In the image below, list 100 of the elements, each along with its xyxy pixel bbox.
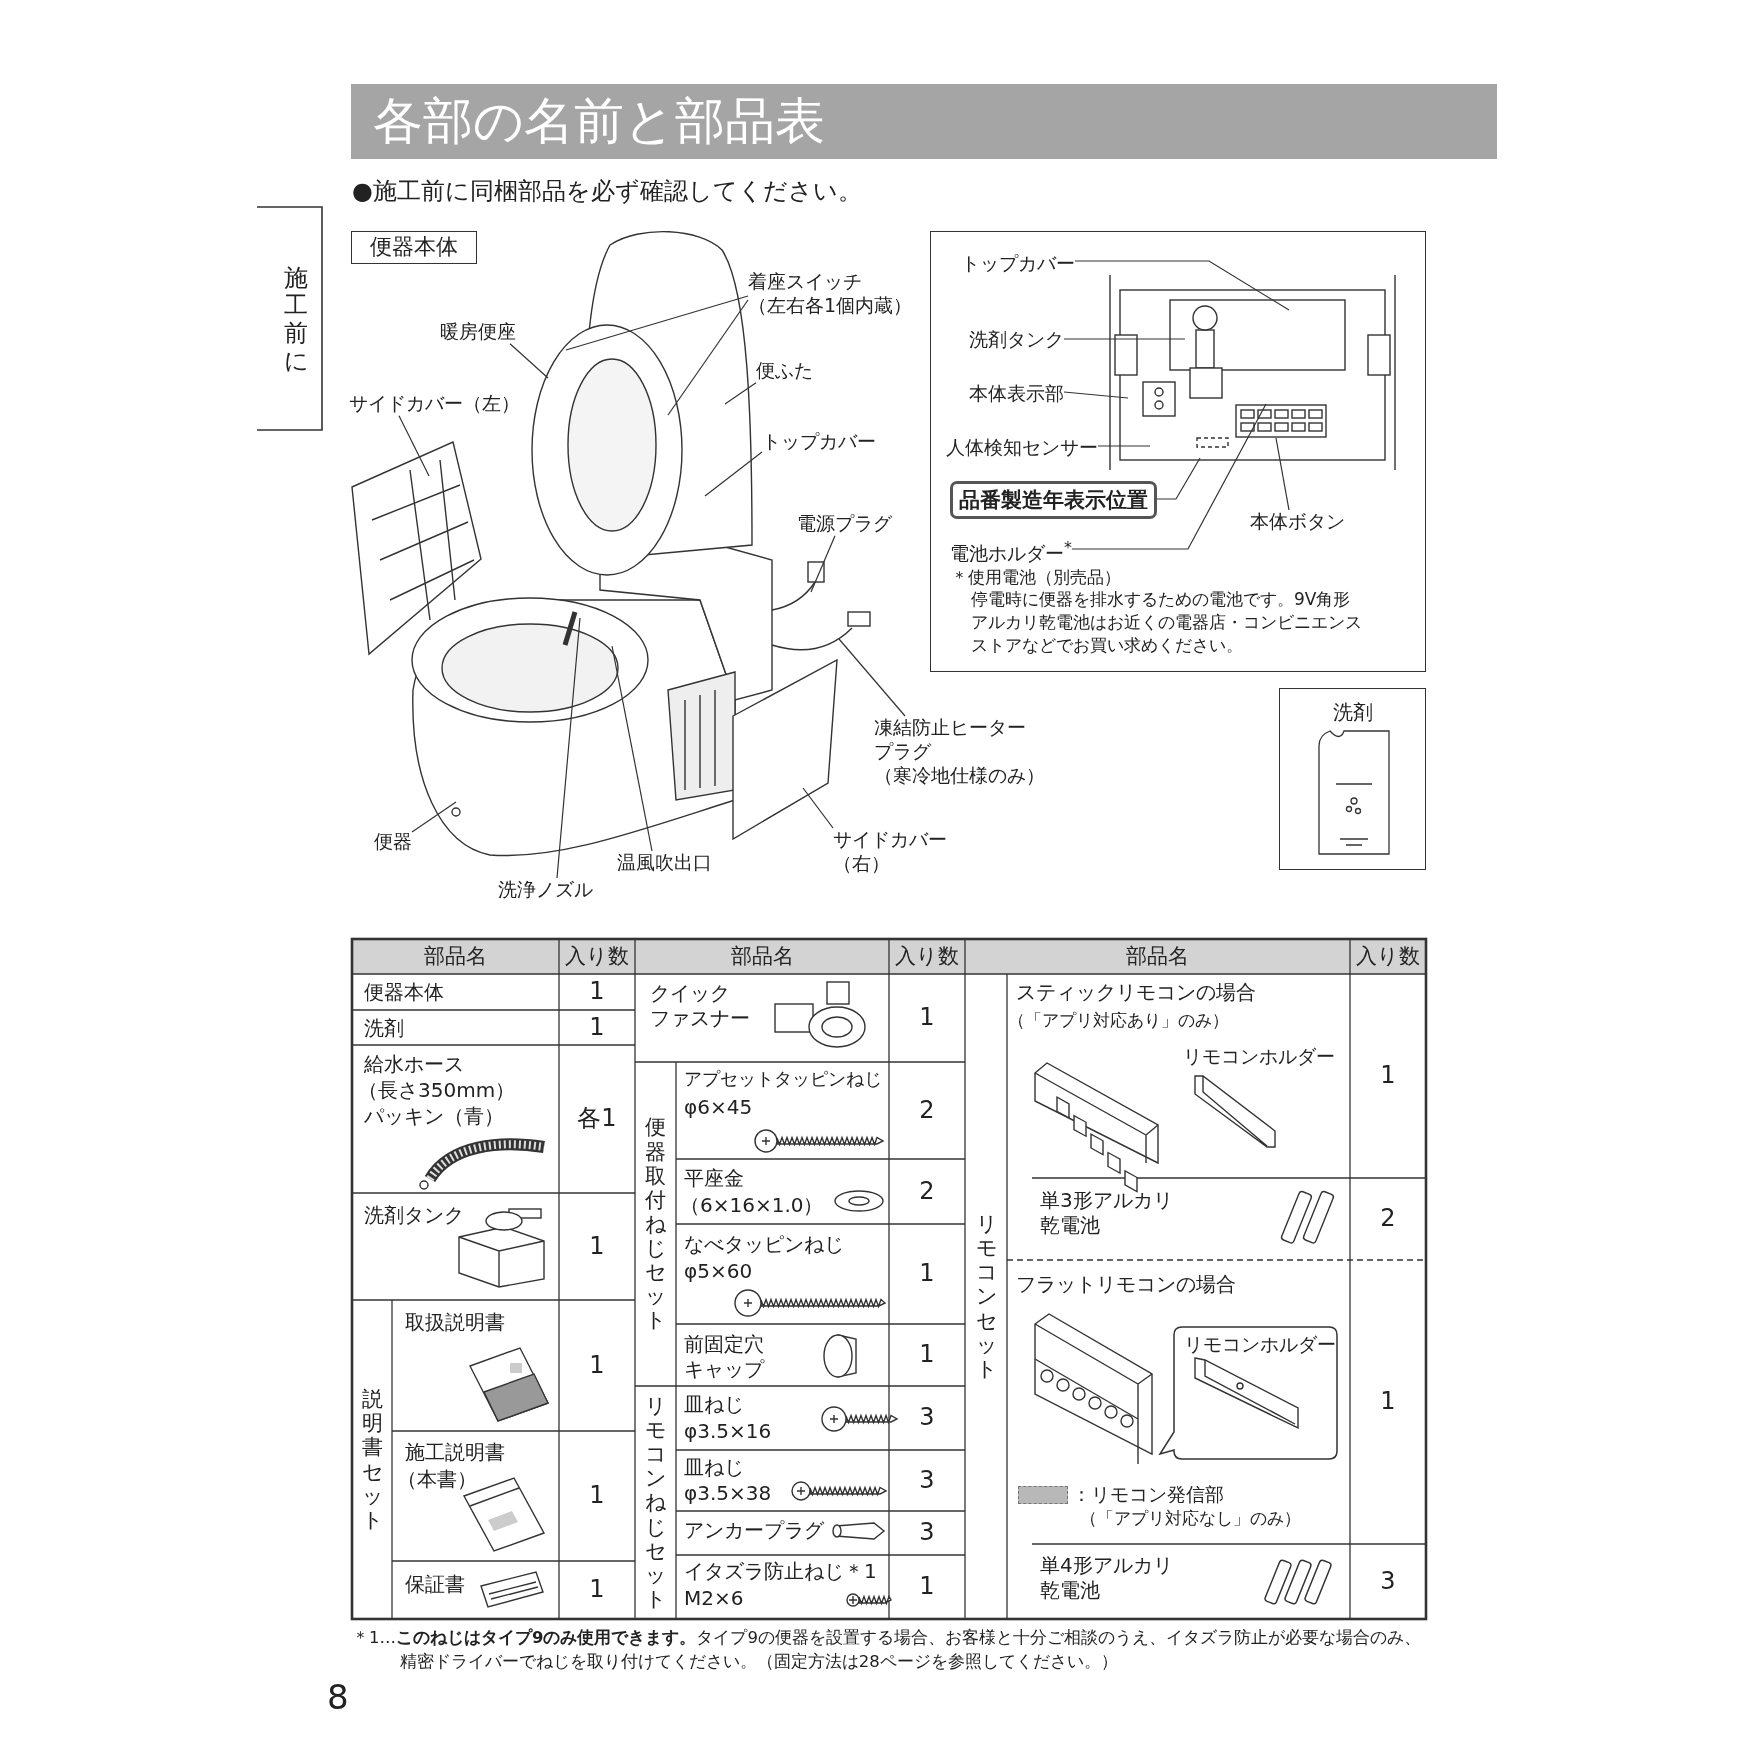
callout-label: 人体検知センサー xyxy=(946,436,1098,460)
part-name: 取扱説明書 xyxy=(405,1310,505,1335)
quantity: 3 xyxy=(1380,1567,1396,1596)
quantity: 1 xyxy=(589,978,605,1006)
part-name: アプセットタッピンねじ xyxy=(684,1068,882,1091)
set-label: リモコンねじセット xyxy=(645,1393,666,1612)
part-name: リモコンホルダー xyxy=(1183,1045,1335,1069)
quantity: 1 xyxy=(919,1260,935,1288)
set-label: 説明書セット xyxy=(361,1387,383,1532)
leader-line xyxy=(704,451,763,497)
section-tab-label: 施工前に xyxy=(284,264,308,376)
part-name: なべタッピンねじ xyxy=(684,1232,844,1257)
callout-note: （左右各1個内蔵） xyxy=(748,293,913,318)
part-name: 洗剤タンク xyxy=(364,1203,464,1228)
callout-label: サイドカバー（右） xyxy=(833,828,951,876)
leader-line xyxy=(1074,260,1290,311)
set-label: リモコンセット xyxy=(975,1212,997,1381)
leader-line xyxy=(556,617,581,879)
column-header: 部品名 xyxy=(424,944,487,969)
item-panel xyxy=(1279,688,1426,870)
quantity: 1 xyxy=(1380,1062,1396,1090)
part-name: 給水ホース xyxy=(364,1052,464,1077)
legend-label: ：リモコン発信部 xyxy=(1072,1483,1224,1507)
quantity: 2 xyxy=(1380,1205,1396,1233)
callout-label: サイドカバー（左） xyxy=(349,392,520,416)
column-header: 入り数 xyxy=(565,944,629,969)
callout-label: 凍結防止ヒータープラグ xyxy=(874,716,1027,764)
footnote-text: ＊1…このねじはタイプ9のみ使用できます。タイプ9の便器を設置する場合、お客様と十分ご相談のうえ、イタズラ防止が必要な場合のみ、精密ドライバーでねじを取り付けてください。（固定方法は28ページを参照してください。） xyxy=(352,1627,1422,1673)
part-label: リモコンホルダー xyxy=(1184,1332,1336,1357)
part-name: 施工説明書 xyxy=(405,1440,505,1465)
part-name: クイックファスナー xyxy=(650,981,751,1031)
leader-line xyxy=(667,299,749,416)
column-header: 入り数 xyxy=(895,944,959,969)
spec-text: φ3.5×38 xyxy=(684,1481,772,1506)
part-name: 洗剤 xyxy=(364,1016,404,1041)
quantity: 3 xyxy=(919,1519,935,1547)
callout-label: 本体表示部 xyxy=(969,382,1064,406)
callout-note: （寒冷地仕様のみ） xyxy=(874,763,1045,788)
quantity: 1 xyxy=(589,1013,605,1042)
highlight-label: 品番製造年表示位置 xyxy=(950,481,1157,520)
set-label: 便器取付ねじセット xyxy=(645,1115,666,1333)
part-name: 平座金 xyxy=(684,1166,744,1191)
callout-label: 便器 xyxy=(374,830,412,854)
column-header: 入り数 xyxy=(1356,944,1420,969)
note-text: （「アプリ対応あり」のみ） xyxy=(1008,1010,1229,1032)
part-name: 皿ねじ xyxy=(684,1392,744,1417)
callout-label: トップカバー xyxy=(762,430,876,454)
callout-label: 電源プラグ xyxy=(797,512,892,536)
quantity: 2 xyxy=(919,1096,935,1125)
speech-bubble xyxy=(1158,1326,1338,1460)
spec-text: （本書） xyxy=(397,1467,477,1492)
leader-line xyxy=(810,535,836,593)
section-label: 便器本体 xyxy=(351,231,477,264)
spec-text: （長さ350mm） xyxy=(358,1078,516,1103)
quantity: 1 xyxy=(1380,1388,1396,1416)
callout-label: トップカバー xyxy=(961,252,1075,276)
part-name: フラットリモコンの場合 xyxy=(1016,1272,1236,1297)
quantity: 2 xyxy=(919,1177,935,1206)
leader-line xyxy=(509,343,549,379)
callout-label: 温風吹出口 xyxy=(617,851,712,875)
part-name: パッキン（青） xyxy=(364,1104,504,1129)
quantity: 1 xyxy=(589,1576,605,1604)
part-name: 単4形アルカリ乾電池 xyxy=(1040,1553,1174,1603)
quantity: 1 xyxy=(919,1341,935,1369)
quantity: 1 xyxy=(919,1004,935,1032)
panel-title: 洗剤 xyxy=(1331,699,1374,726)
spec-text: φ6×45 xyxy=(684,1095,753,1120)
part-name: イタズラ防止ねじ＊1 xyxy=(684,1559,877,1584)
quantity: 1 xyxy=(919,1573,935,1601)
leader-line xyxy=(802,787,834,829)
note-text: 停電時に便器を排水するための電池です。9V角形アルカリ乾電池はお近くの電器店・コンビニエンスストアなどでお買い求めください。 xyxy=(971,588,1363,657)
callout-label: 着座スイッチ xyxy=(748,270,863,294)
part-name: 前固定穴キャップ xyxy=(684,1332,765,1382)
spec-text: φ5×60 xyxy=(684,1259,753,1284)
leader-line xyxy=(1071,403,1267,550)
quantity: 3 xyxy=(919,1466,935,1495)
leader-line xyxy=(411,801,457,833)
part-name: アンカープラグ xyxy=(684,1518,824,1543)
leader-line xyxy=(1063,391,1129,399)
leader-line xyxy=(1097,445,1151,447)
spec-text: φ3.5×16 xyxy=(684,1419,772,1444)
part-name: 便器本体 xyxy=(364,980,444,1005)
quantity: 3 xyxy=(919,1404,935,1432)
leader-line xyxy=(565,295,749,351)
note-text: （「アプリ対応なし」のみ） xyxy=(1080,1508,1301,1530)
part-name: 皿ねじ xyxy=(684,1455,744,1480)
page-number: 8 xyxy=(327,1676,349,1719)
callout-label: 本体ボタン xyxy=(1250,510,1345,534)
callout-label: 電池ホルダー$^{*}$ xyxy=(950,538,1072,567)
leader-line xyxy=(1063,338,1186,340)
quantity: 1 xyxy=(589,1232,605,1261)
quantity: 各1 xyxy=(577,1105,617,1133)
callout-label: 暖房便座 xyxy=(440,320,516,344)
column-header: 部品名 xyxy=(730,944,794,969)
part-name: 単3形アルカリ乾電池 xyxy=(1040,1188,1174,1238)
title-bar: 各部の名前と部品表 xyxy=(351,84,1497,159)
leader-line xyxy=(724,382,757,405)
part-name: 保証書 xyxy=(405,1572,465,1597)
leader-line xyxy=(611,645,653,852)
quantity: 1 xyxy=(589,1351,605,1380)
